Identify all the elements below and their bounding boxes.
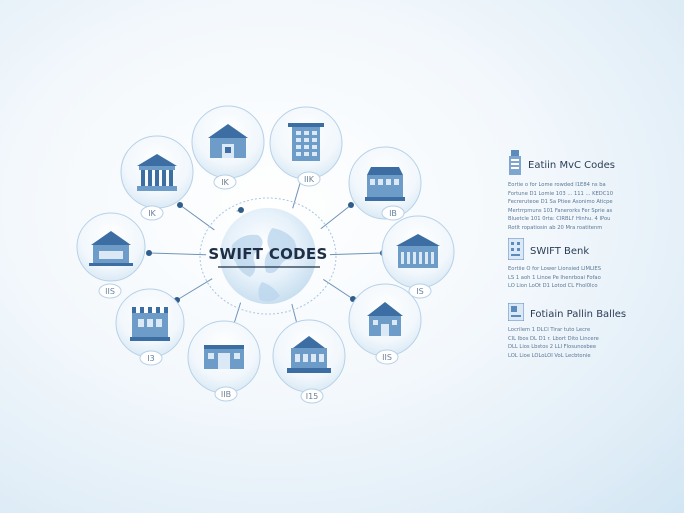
warehouse-icon bbox=[89, 231, 133, 266]
panel-line: DLL Lios Lbstos 2 LLI Flosunosbee bbox=[508, 344, 597, 351]
node-label: IIK bbox=[304, 175, 315, 184]
node-label-pill bbox=[139, 350, 163, 366]
panel-eatiin-mvc-codes: Eatiin MvC Codes Eortie o for Lome rowde… bbox=[508, 150, 658, 233]
bank-gable-icon bbox=[208, 124, 248, 158]
connector-dot bbox=[348, 202, 354, 208]
shopfront-icon bbox=[204, 345, 244, 369]
panel-lines: Eortiie O for Lower Lionsied LIMLIES LS … bbox=[508, 265, 658, 291]
network-node: IK bbox=[191, 105, 265, 190]
node-label: IS bbox=[416, 287, 423, 296]
panel-line: Mertrrpmuns 101 Fanerorks Fer Sprie as bbox=[508, 207, 613, 214]
central-hub: SWIFT CODES bbox=[199, 197, 337, 315]
panel-fotiain-pallin-balles: Fotiain Pallin Balles Locrilem 1 DLCI Ti… bbox=[507, 302, 658, 360]
node-label-pill bbox=[214, 386, 238, 402]
panel-line: Fortune D1 Lomie 103 ... 111 ... KEDC10 bbox=[508, 190, 613, 197]
panel-lines: Eortie o for Lome rowded I1E84 ns ba For… bbox=[508, 181, 658, 233]
castle-bank-icon bbox=[130, 307, 170, 341]
hub-title: SWIFT CODES bbox=[208, 245, 327, 263]
panel-line: LO Lion LoOt D1 Lotod CL Fhol0lco bbox=[508, 283, 598, 290]
node-label: I15 bbox=[306, 392, 319, 401]
connector-dot bbox=[177, 202, 183, 208]
network-node: IIS bbox=[0, 0, 10, 2]
node-label: IK bbox=[221, 178, 229, 187]
connector-line bbox=[179, 204, 215, 231]
panel-line: Locrilem 1 DLCI Tirar tuto Lecre bbox=[508, 327, 591, 333]
panel-title: SWIFT Benk bbox=[530, 246, 590, 257]
node-label-pill bbox=[98, 283, 122, 299]
panel-title: Eatiin MvC Codes bbox=[528, 160, 615, 171]
network-node: IB bbox=[348, 146, 422, 221]
panel-line: Rotlt ropatiosin ab 20 Mra roatitenm bbox=[508, 224, 603, 231]
panel-line: LOL Lioe LOLoLOI VoL Lecbtonie bbox=[508, 352, 591, 359]
bank-columns-icon bbox=[137, 154, 177, 191]
node-label: IIB bbox=[221, 390, 231, 399]
panel-swift-benk: SWIFT Benk Eortiie O for Lower Lionsied … bbox=[507, 237, 658, 291]
node-label: IB bbox=[389, 209, 397, 218]
connector-line bbox=[176, 278, 213, 301]
network-node: I3 bbox=[115, 288, 185, 366]
panel-line: Bluetcle 101 0rta: CIRBLI' Hinhu. 4 IPou bbox=[508, 216, 611, 223]
network-node: IIS bbox=[76, 212, 146, 299]
network-node: IK bbox=[120, 135, 194, 221]
connector-dot bbox=[146, 250, 152, 256]
panel-lines: Locrilem 1 DLCI Tirar tuto Lecre CIL Ibo… bbox=[508, 326, 658, 360]
node-label-pill bbox=[300, 388, 324, 404]
node-label-pill bbox=[140, 205, 164, 221]
node-label: IIS bbox=[105, 287, 115, 296]
connector-line bbox=[148, 252, 207, 256]
panel-line: LS 1 aoh 1 Linoe Pe Ihenrboai Fofao bbox=[508, 274, 601, 281]
node-label-pill bbox=[375, 349, 399, 365]
network-node: IIB bbox=[187, 320, 261, 402]
network-node: IIK bbox=[269, 106, 343, 187]
node-label: IK bbox=[148, 209, 156, 218]
network-node: IS bbox=[381, 215, 455, 299]
panel-line: CIL Ibos DL D1 r. Lbort Dito Lincere bbox=[508, 335, 599, 342]
panel-line: Eortie o for Lome rowded I1E84 ns ba bbox=[508, 182, 606, 188]
branch-store-icon bbox=[365, 167, 405, 201]
bank-card-icon bbox=[507, 237, 525, 265]
node-label-pill bbox=[381, 205, 405, 221]
panel-line: Fecreruteoe D1 Sa Ptiee Asonimo Aticpe bbox=[508, 199, 613, 206]
node-label-pill bbox=[213, 174, 237, 190]
network-node: I15 bbox=[272, 319, 346, 404]
node-label: IIS bbox=[382, 353, 392, 362]
node-label-pill bbox=[297, 171, 321, 187]
document-stack-icon bbox=[508, 150, 522, 181]
hub-orbit-ring bbox=[199, 197, 337, 315]
house-bank-icon bbox=[396, 234, 440, 268]
panel-title: Fotiain Pallin Balles bbox=[530, 309, 627, 320]
connector-line bbox=[329, 252, 384, 256]
id-badge-icon bbox=[507, 302, 525, 326]
node-label-pill bbox=[408, 283, 432, 299]
bank-house-icon bbox=[367, 302, 403, 336]
connector-line bbox=[323, 279, 354, 300]
connector-line bbox=[292, 179, 302, 209]
market-stall-icon bbox=[287, 336, 331, 373]
network-node: IIS bbox=[348, 283, 422, 365]
node-label: I3 bbox=[147, 354, 154, 363]
connector-line bbox=[320, 204, 352, 230]
panel-line: Eortiie O for Lower Lionsied LIMLIES bbox=[508, 266, 601, 272]
office-tower-icon bbox=[288, 123, 324, 161]
connector-dot bbox=[238, 207, 244, 213]
